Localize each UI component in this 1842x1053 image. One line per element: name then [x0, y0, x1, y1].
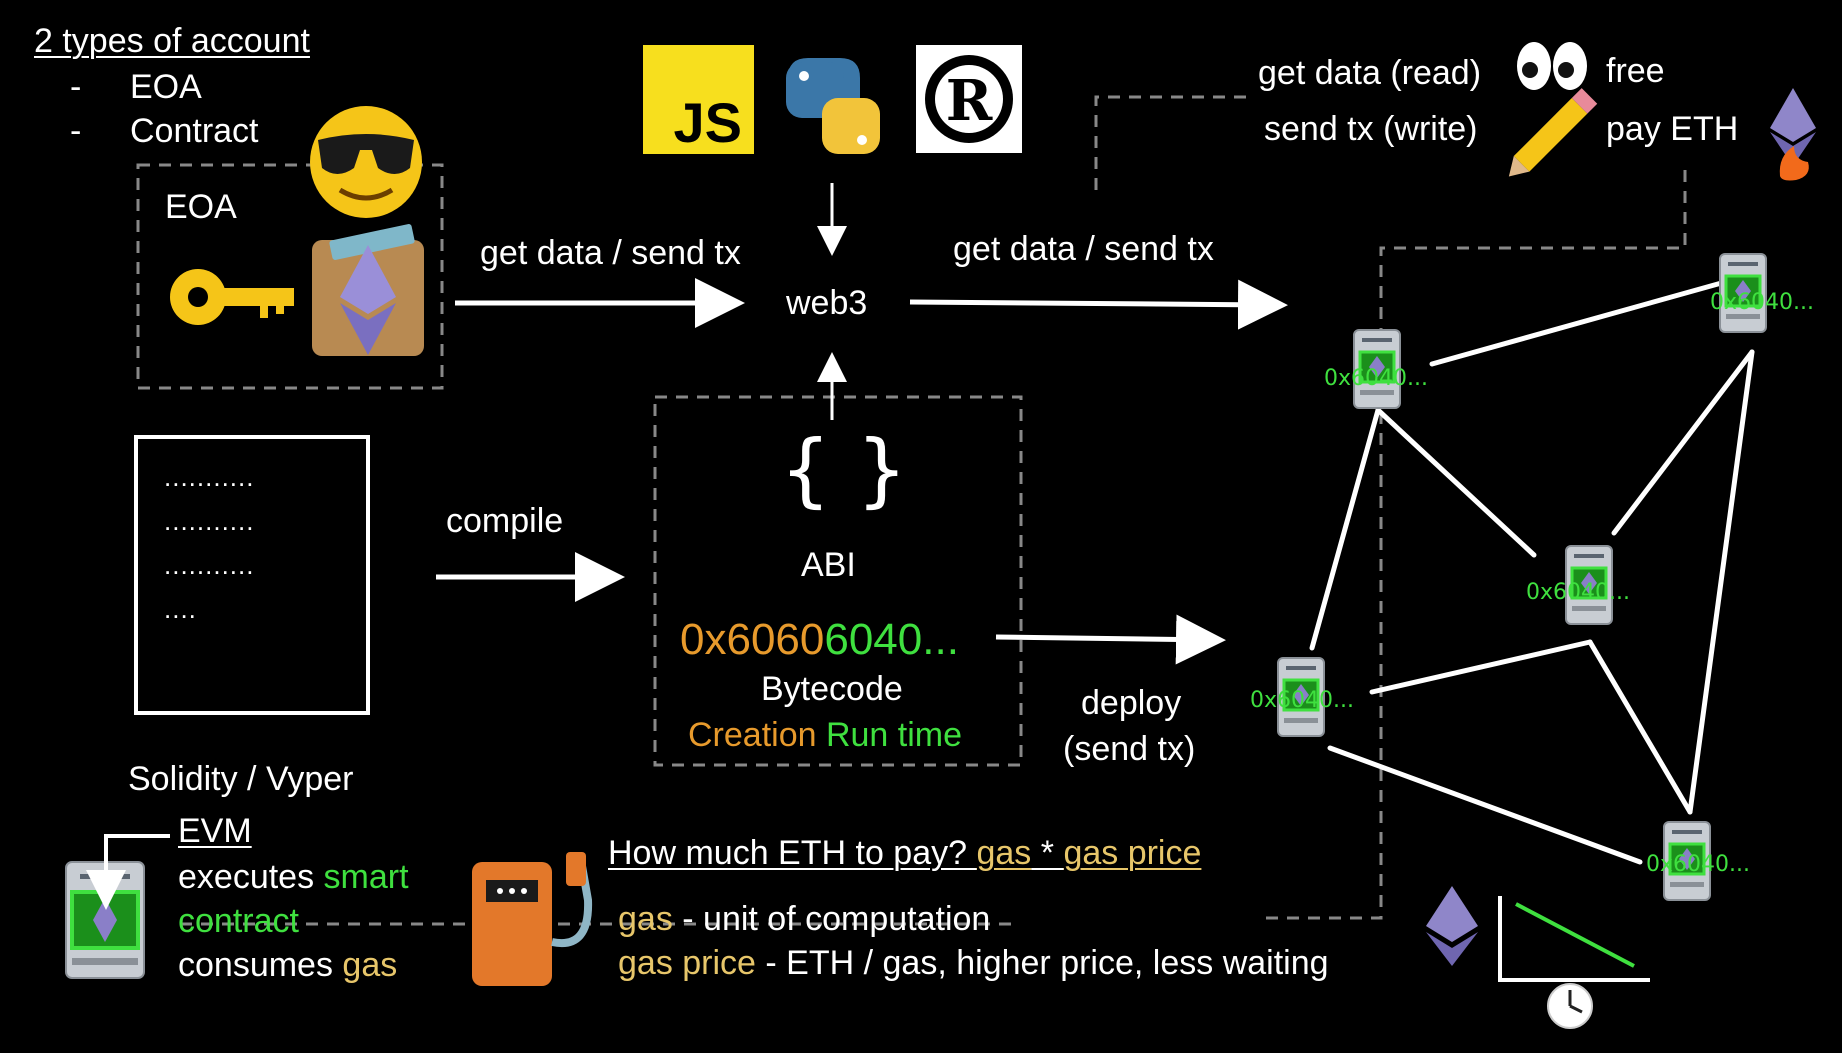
- bytecode-label: Bytecode: [761, 670, 903, 708]
- eoa-label: EOA: [165, 188, 237, 226]
- server-node-2-label: 0x6040...: [1710, 290, 1814, 315]
- runtime-label: Run time: [825, 716, 963, 754]
- creation-label: Creation: [688, 716, 817, 754]
- web3-label: web3: [786, 284, 868, 322]
- evm-title: EVM: [178, 812, 252, 850]
- key-icon: [170, 269, 294, 325]
- rust-logo-icon: R: [916, 45, 1022, 153]
- deploy-label-1: deploy: [1081, 684, 1182, 722]
- network-edges: [1309, 279, 1755, 865]
- gas-question-mid: *: [1031, 834, 1064, 872]
- accounts-item-eoa: EOA: [130, 68, 202, 106]
- evm-line-1: executes smart: [178, 860, 409, 894]
- source-dots-3: ...........: [164, 550, 255, 580]
- accounts-dash-2: -: [70, 112, 82, 150]
- gas-question-gas: gas: [976, 834, 1032, 872]
- eoa-box: [136, 163, 444, 390]
- gas-question-price: gas price: [1063, 834, 1202, 872]
- eth-fire-icon: [1770, 88, 1816, 181]
- bytecode-suffix: 6040...: [824, 615, 959, 664]
- eyes-icon: [1517, 42, 1587, 90]
- source-dots-4: ....: [164, 594, 197, 624]
- gas-price-term: gas price: [618, 944, 756, 982]
- right-arrow-label: get data / send tx: [953, 230, 1214, 268]
- read-label: get data (read): [1258, 54, 1482, 92]
- deploy-label-2: (send tx): [1063, 730, 1196, 768]
- svg-text:R: R: [946, 68, 993, 134]
- compiled-box: [653, 395, 1023, 767]
- compile-label: compile: [446, 502, 564, 540]
- gas-question: How much ETH to pay? gas * gas price: [608, 836, 1201, 870]
- sunglasses-emoji-icon: [310, 106, 422, 218]
- eth-diamond-icon: [1426, 886, 1478, 966]
- pencil-icon: [1508, 88, 1598, 177]
- write-label: send tx (write): [1264, 110, 1478, 148]
- abi-label: ABI: [801, 546, 856, 584]
- evm-server-icon: [65, 834, 170, 979]
- js-logo-icon: JS: [643, 45, 754, 154]
- evm-line-3-b: gas: [342, 946, 398, 984]
- network-boundary: [1094, 95, 1246, 190]
- gas-price-definition: gas price - ETH / gas, higher price, les…: [618, 946, 1329, 980]
- svg-text:JS: JS: [674, 91, 743, 154]
- evm-line-2: contract: [178, 902, 299, 940]
- server-node-3-label: 0x6040...: [1526, 580, 1630, 605]
- source-dots-2: ...........: [164, 506, 255, 536]
- source-file-box: [134, 435, 370, 715]
- bytecode-prefix: 0x6060: [680, 615, 825, 664]
- evm-line-3-a: consumes: [178, 946, 343, 984]
- source-dots-1: ...........: [164, 462, 255, 492]
- wallet-eth-icon: [312, 224, 424, 356]
- left-arrow-label: get data / send tx: [480, 234, 741, 272]
- accounts-dash-1: -: [70, 68, 82, 106]
- evm-line-1-b: smart: [323, 858, 409, 896]
- read-cost: free: [1606, 52, 1665, 90]
- accounts-item-contract: Contract: [130, 112, 259, 150]
- write-cost: pay ETH: [1606, 110, 1739, 148]
- gas-definition: gas - unit of computation: [618, 902, 990, 936]
- gas-desc: - unit of computation: [672, 900, 991, 938]
- evm-line-1-a: executes: [178, 858, 324, 896]
- gas-price-time-chart: [1498, 896, 1650, 982]
- server-node-5-label: 0x6040...: [1646, 852, 1750, 877]
- source-caption: Solidity / Vyper: [128, 760, 354, 798]
- fuel-pump-icon: [472, 852, 593, 986]
- server-node-4-label: 0x6040...: [1250, 688, 1354, 713]
- clock-icon: [1547, 983, 1593, 1029]
- arrow-web3-to-network: [909, 279, 1288, 330]
- arrow-deploy: [995, 614, 1226, 665]
- gas-term: gas: [618, 900, 673, 938]
- evm-line-3: consumes gas: [178, 948, 397, 982]
- gas-price-desc: - ETH / gas, higher price, less waiting: [755, 944, 1329, 982]
- python-logo-icon: [786, 58, 880, 154]
- server-node-1-label: 0x6040...: [1324, 366, 1428, 391]
- accounts-title: 2 types of account: [34, 22, 310, 60]
- bytecode-parts: Creation Run time: [688, 718, 962, 752]
- gas-question-prefix: How much ETH to pay?: [608, 834, 977, 872]
- abi-braces-icon: { }: [780, 423, 908, 516]
- bytecode-value: 0x60606040...: [680, 618, 959, 662]
